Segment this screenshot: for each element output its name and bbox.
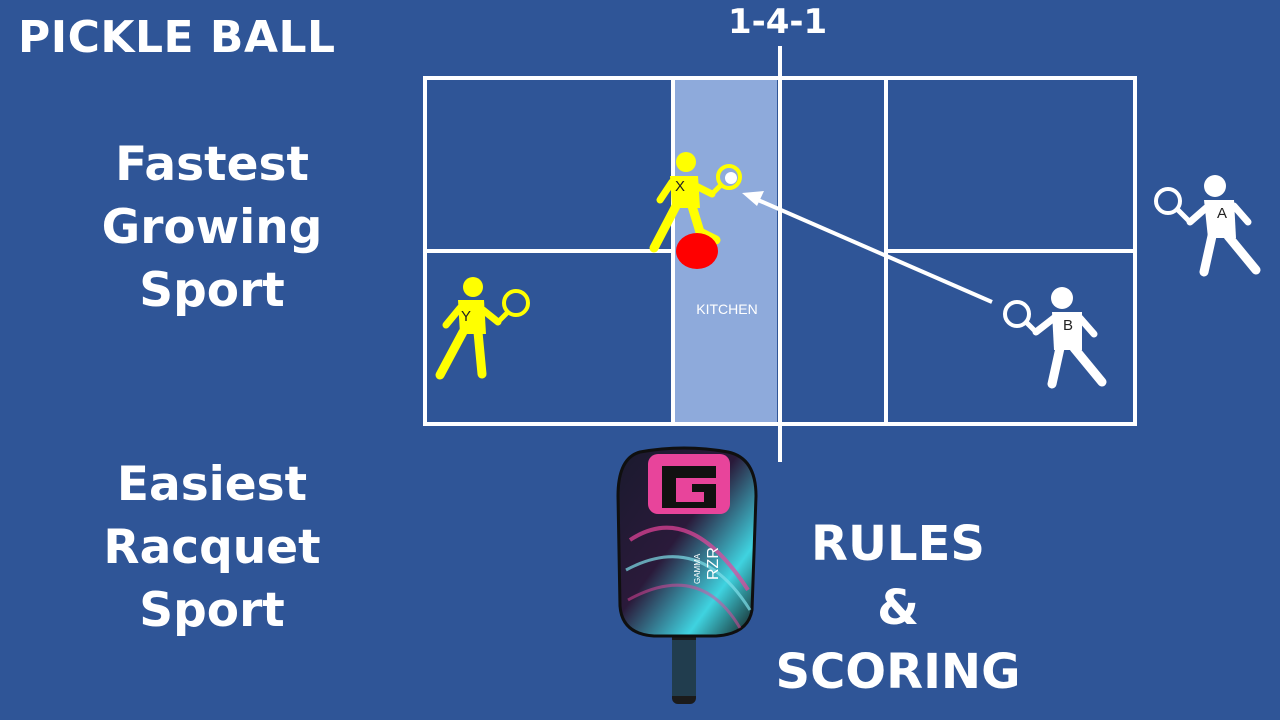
fastest-growing-text: Fastest Growing Sport — [62, 133, 362, 322]
kitchen-label: KITCHEN — [696, 301, 757, 317]
easiest-racquet-text: Easiest Racquet Sport — [62, 453, 362, 642]
text-line: Racquet — [103, 520, 321, 575]
text-line: Fastest — [115, 137, 309, 192]
text-line: Growing — [101, 200, 323, 255]
text-line: Sport — [139, 263, 285, 318]
page-title: PICKLE BALL — [18, 12, 336, 63]
player-a-label: A — [1217, 205, 1227, 222]
text-line: Easiest — [116, 457, 308, 512]
paddle-model: RZR — [705, 547, 722, 580]
text-line: & — [877, 580, 919, 636]
court: KITCHEN — [423, 46, 1137, 462]
text-line: RULES — [811, 516, 985, 572]
ball-bounce-spot — [676, 233, 718, 269]
ball — [725, 172, 737, 184]
text-line: Sport — [139, 583, 285, 638]
paddle-brand: GAMMA — [693, 553, 702, 584]
player-b: B — [1003, 287, 1107, 389]
pickleball-paddle: RZR GAMMA — [616, 446, 758, 704]
shot-arrow — [742, 191, 993, 304]
player-x-label: X — [675, 178, 685, 195]
player-y-label: Y — [461, 308, 471, 325]
player-b-label: B — [1063, 317, 1073, 334]
player-y: Y — [435, 277, 530, 380]
player-x: X — [649, 152, 742, 253]
score-label: 1-4-1 — [728, 2, 828, 42]
rules-scoring-text: RULES & SCORING — [748, 512, 1048, 704]
text-line: SCORING — [775, 644, 1021, 700]
player-a: A — [1154, 175, 1261, 277]
